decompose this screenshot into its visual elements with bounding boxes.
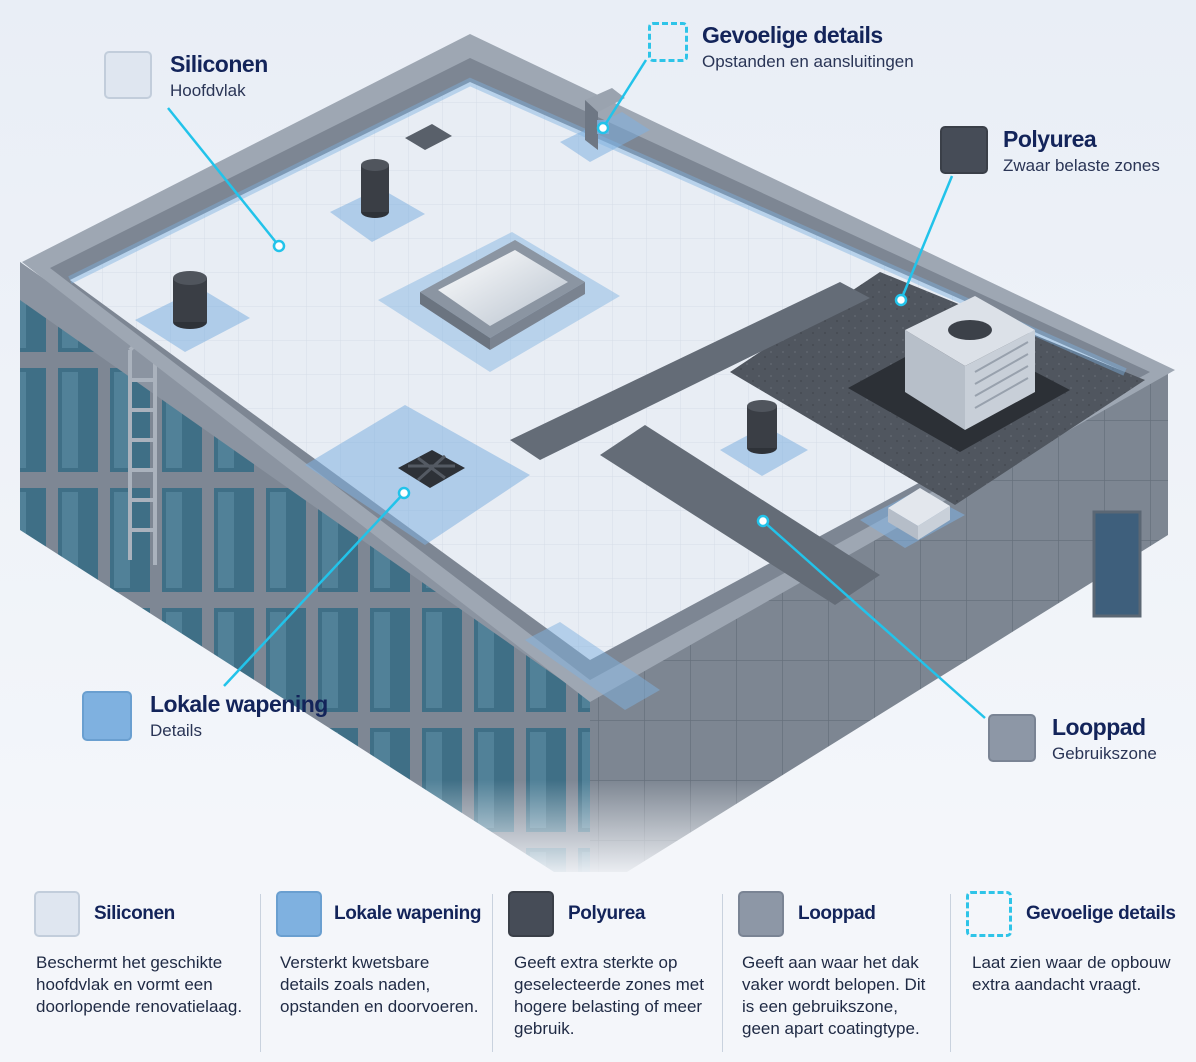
polyurea-swatch [940,126,988,174]
callout-subtitle: Zwaar belaste zones [1003,156,1160,175]
siliconen-swatch [104,51,152,99]
roof-drain [398,450,465,488]
callout-title: Gevoelige details [702,22,883,48]
legend-description: Geeft aan waar het dak vaker wordt belop… [742,953,926,1038]
callout-title: Lokale wapening [150,691,328,717]
legend-swatch [34,891,80,937]
leader-polyurea [899,175,954,301]
right-facade [590,372,1168,895]
callout-polyurea: Polyurea Zwaar belaste zones [940,126,1160,177]
legend-title: Lokale wapening [334,903,482,924]
hvac-unit [848,296,1070,452]
callout-subtitle: Opstanden en aansluitingen [702,52,914,71]
leader-gevoelige [601,59,648,129]
legend-swatch [738,891,784,937]
roof-vent-1 [173,271,207,329]
wapening-swatch [82,691,132,741]
callout-looppad: Looppad Gebruikszone [988,714,1157,765]
looppad-swatch [988,714,1036,762]
legend-title: Gevoelige details [1026,903,1176,924]
left-facade [20,262,590,895]
callout-lokale-wapening: Lokale wapening Details [82,691,328,742]
legend-description: Versterkt kwetsbare details zoals naden,… [280,953,479,1016]
leader-siliconen [167,107,280,247]
callout-siliconen: Siliconen Hoofdvlak [104,51,268,102]
callout-title: Looppad [1052,714,1146,740]
marker-wapening [397,486,411,500]
roof-vent-3 [747,400,777,454]
roof-hatch [405,124,452,150]
small-vent-box [888,488,950,526]
leader-looppad [762,520,986,719]
callout-subtitle: Details [150,721,202,740]
legend-description: Laat zien waar de opbouw extra aandacht … [972,953,1171,994]
legend-description: Beschermt het geschikte hoofdvlak en vor… [36,953,243,1016]
legend-item-siliconen: Siliconen Beschermt het geschikte hoofdv… [0,872,260,1062]
leader-wapening [223,492,405,687]
legend-title: Polyurea [568,903,646,924]
walkway-upper [510,282,870,460]
callout-subtitle: Hoofdvlak [170,81,246,100]
roof-silicone-surface [70,82,1125,660]
skylight [420,240,585,350]
walkway-lower [600,425,880,605]
legend-swatch [508,891,554,937]
legend-title: Looppad [798,903,876,924]
callout-gevoelige-details: Gevoelige details Opstanden en aansluiti… [648,22,914,73]
roof-vent-2 [361,159,389,218]
legend-description: Geeft extra sterkte op geselecteerde zon… [514,953,704,1038]
legend-item-lokale-wapening: Lokale wapening Versterkt kwetsbare deta… [260,872,492,1062]
marker-looppad [756,514,770,528]
marker-gevoelige [596,121,610,135]
legend-swatch [966,891,1012,937]
marker-siliconen [272,239,286,253]
legend-swatch [276,891,322,937]
callout-title: Polyurea [1003,126,1097,152]
marker-polyurea [894,293,908,307]
legend-item-looppad: Looppad Geeft aan waar het dak vaker wor… [722,872,950,1062]
callout-subtitle: Gebruikszone [1052,744,1157,763]
legend-item-polyurea: Polyurea Geeft extra sterkte op geselect… [492,872,722,1062]
gevoelige-swatch [648,22,688,62]
legend-title: Siliconen [94,903,175,924]
legend-item-gevoelige-details: Gevoelige details Laat zien waar de opbo… [950,872,1196,1062]
service-door [1094,512,1140,616]
roof-ladder [128,342,184,565]
callout-title: Siliconen [170,51,268,77]
legend: Siliconen Beschermt het geschikte hoofdv… [0,872,1196,1062]
